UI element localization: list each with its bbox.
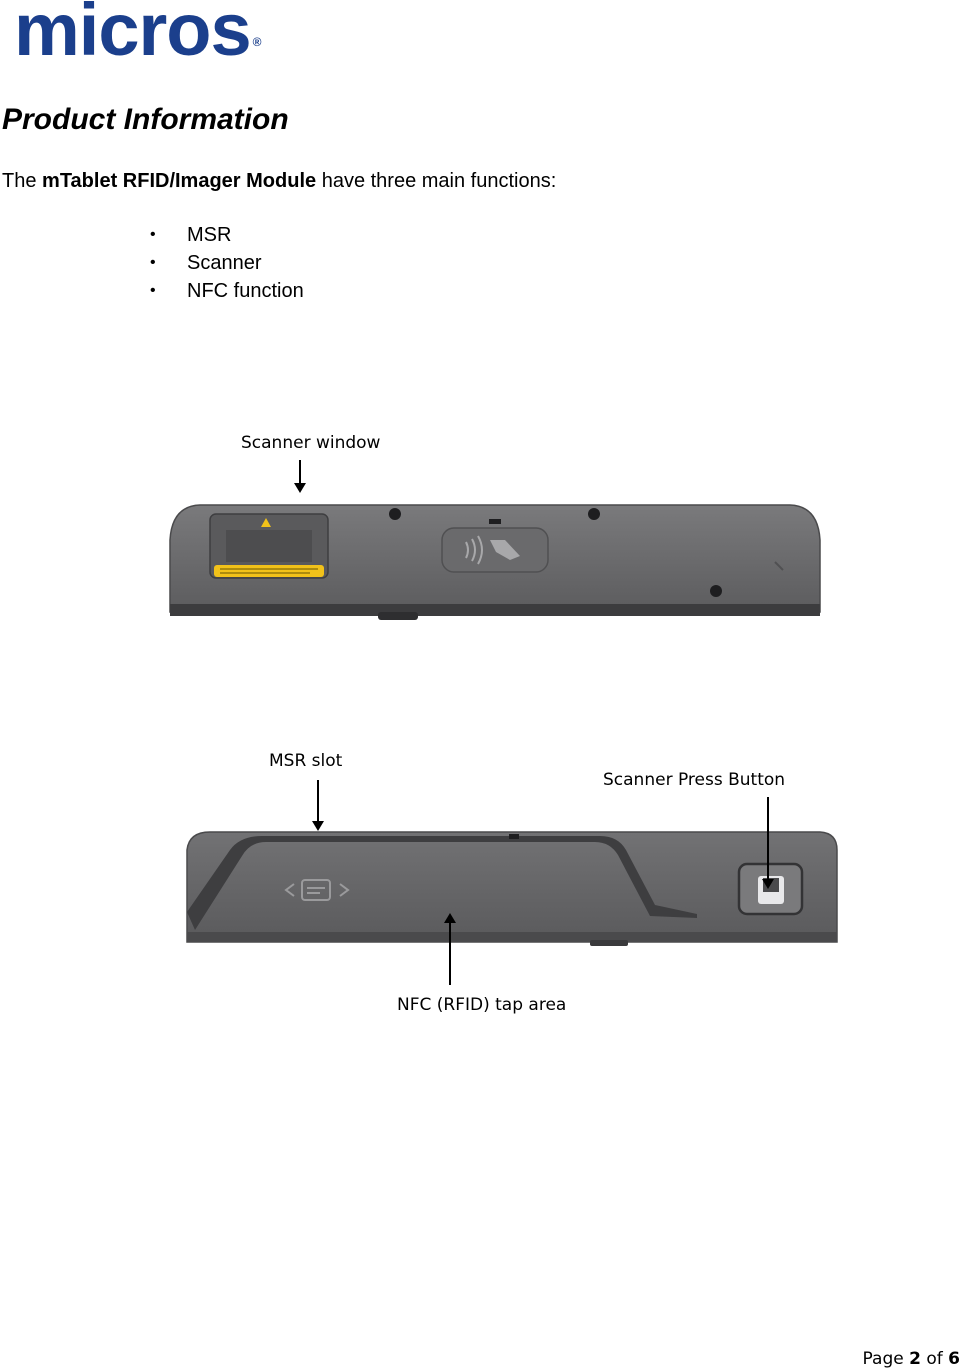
micros-logo: micros® [14,0,262,67]
page-label: Page [862,1349,910,1369]
bullet-icon: • [150,254,156,271]
msr-slot-label: MSR slot [269,751,343,771]
of-label: of [920,1349,949,1369]
list-item: • MSR [150,221,304,249]
intro-suffix: have three main functions: [316,170,557,192]
list-item: • NFC function [150,277,304,305]
list-item: • Scanner [150,249,304,277]
bullet-icon: • [150,226,156,243]
nfc-tap-area-label: NFC (RFID) tap area [397,995,567,1015]
total-pages: 6 [948,1349,960,1369]
registered-mark: ® [252,35,262,49]
function-label: Scanner [187,252,262,274]
product-name: mTablet RFID/Imager Module [42,170,317,192]
current-page: 2 [909,1349,921,1369]
function-label: NFC function [187,280,304,302]
module-top-view [169,504,821,620]
function-list: • MSR • Scanner • NFC function [150,221,304,305]
intro-paragraph: The mTablet RFID/Imager Module have thre… [2,170,556,193]
nfc-contactless-icon [441,527,549,573]
msr-slot [187,836,697,930]
card-swipe-icon [284,879,350,901]
page-title: Product Information [2,103,289,136]
scanner-press-button-label: Scanner Press Button [603,770,786,790]
bullet-icon: • [150,282,156,299]
intro-prefix: The [2,170,43,192]
logo-text: micros [14,0,252,71]
scanner-window [209,513,329,579]
page-number: Page 2 of 6 [863,1349,960,1369]
module-bottom-view [186,831,838,946]
scanner-press-button [737,862,804,916]
function-label: MSR [187,224,232,246]
scanner-window-label: Scanner window [241,433,381,453]
